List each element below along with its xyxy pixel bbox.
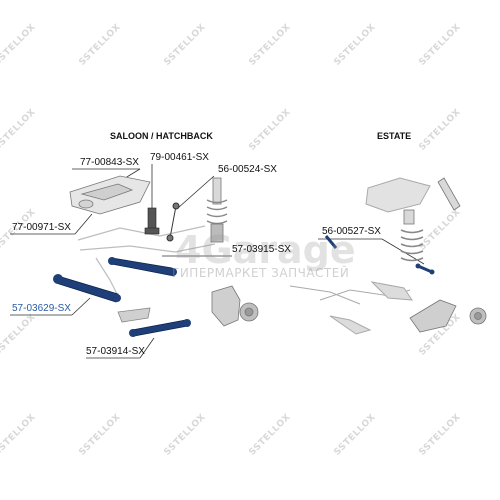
estate-link-part [415,263,435,275]
estate-link-small-part [324,235,338,249]
estate-subframe-part [289,177,431,335]
control-arm-lower-part [53,274,121,303]
section-title-saloon: SALOON / HATCHBACK [110,131,213,141]
part-label-56-00527: 56-00527-SX [322,226,381,237]
lower-bracket-part [117,307,151,323]
knuckle-part [211,285,259,327]
part-label-77-00971: 77-00971-SX [12,222,71,233]
stabilizer-link-part [166,202,180,242]
part-label-57-03915: 57-03915-SX [232,244,291,255]
estate-knuckle-part [409,299,487,333]
mount-bracket-part [69,175,151,215]
part-label-57-03914: 57-03914-SX [86,346,145,357]
control-arm-upper-part [108,257,177,277]
shock-absorber-part [206,177,228,243]
part-label-56-00524: 56-00524-SX [218,164,277,175]
estate-shock-absorber-part [403,177,461,225]
estate-coil-spring-part [400,229,424,262]
section-title-estate: ESTATE [377,131,412,141]
part-label-77-00843: 77-00843-SX [80,157,139,168]
watermark-brand: 4Garage [175,228,356,272]
trailing-arm-part [129,319,191,337]
part-label-79-00461: 79-00461-SX [150,152,209,163]
bushing-part [144,207,160,235]
watermark-subtitle: ГИПЕРМАРКЕТ ЗАПЧАСТЕЙ [172,266,350,280]
part-label-57-03629[interactable]: 57-03629-SX [12,303,71,314]
